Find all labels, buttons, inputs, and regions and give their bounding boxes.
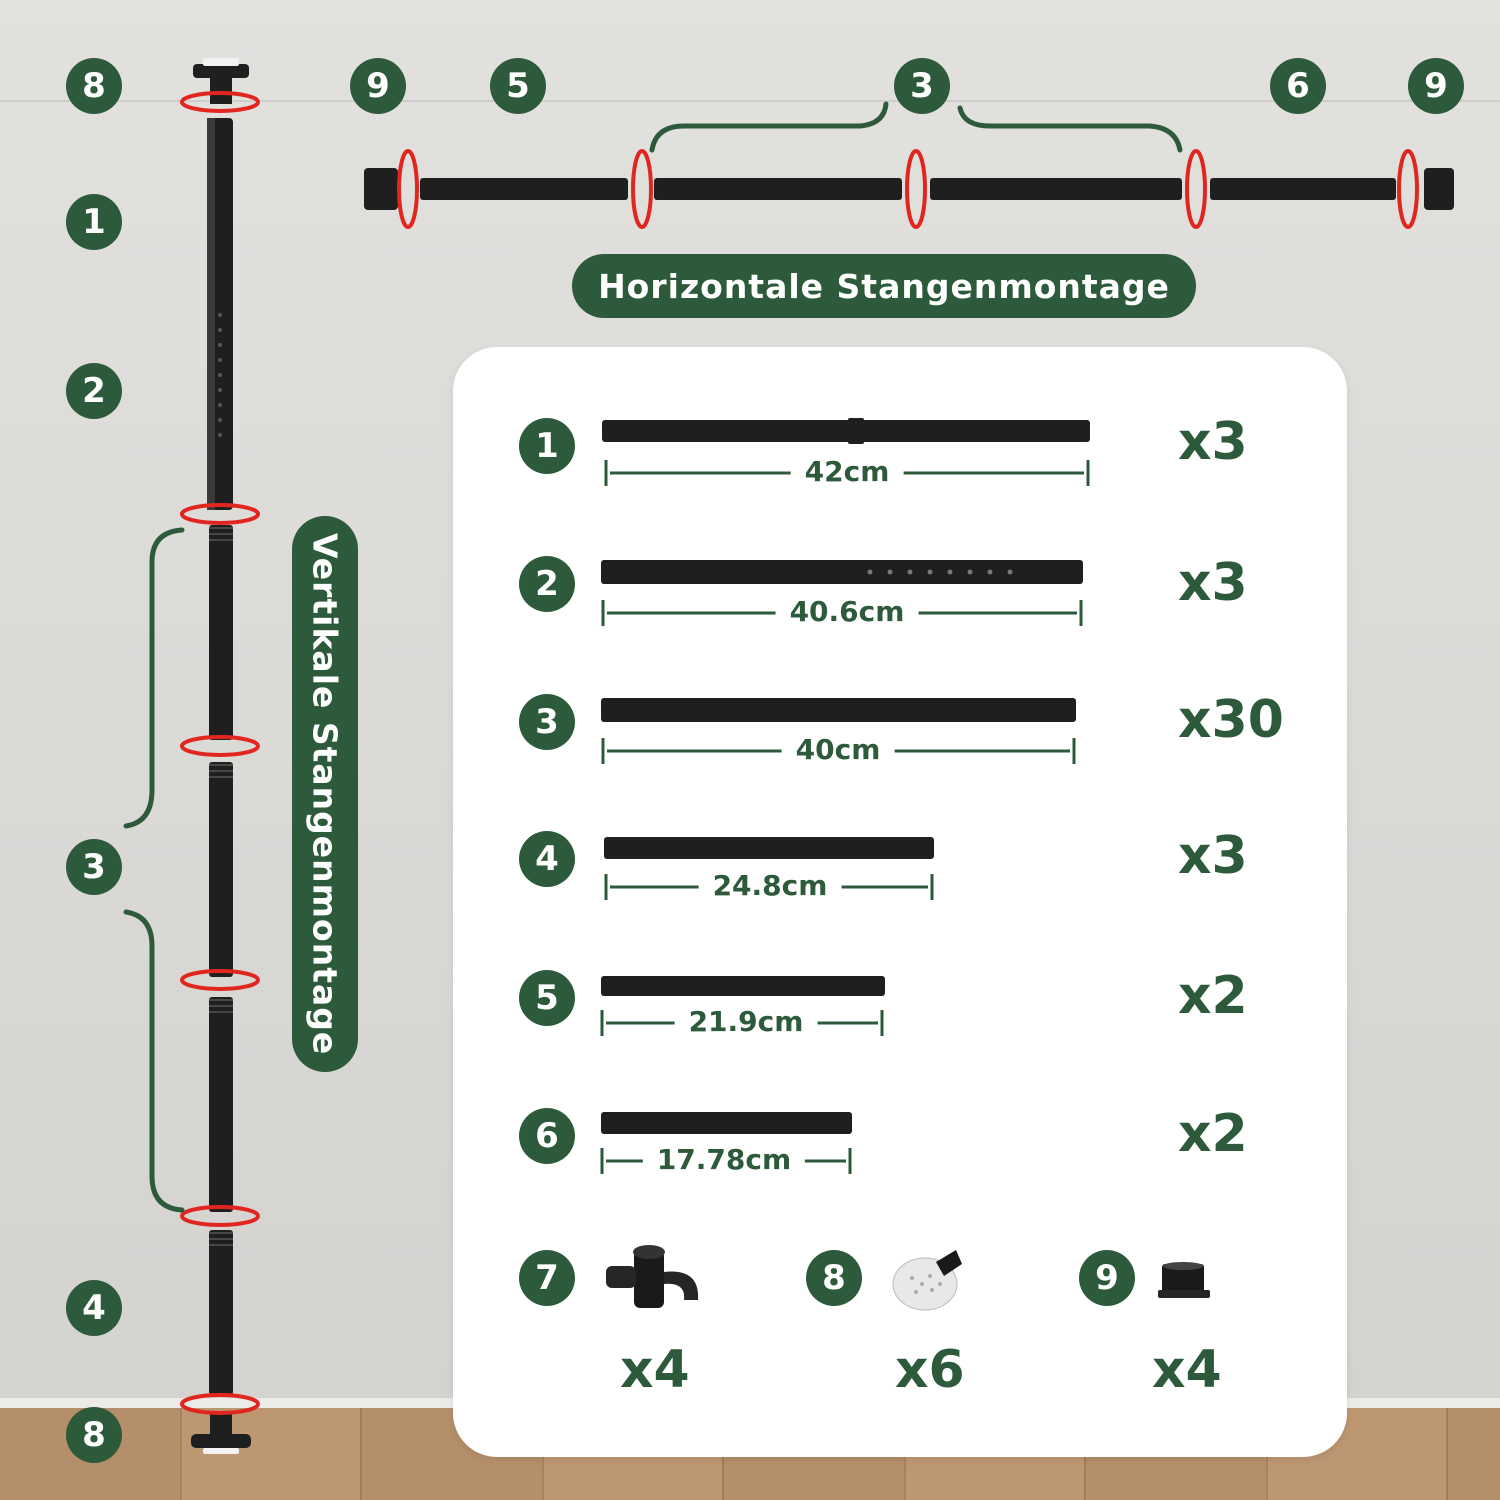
end-cap-icon — [1158, 1262, 1210, 1298]
badge-9-left: 9 — [350, 58, 406, 114]
vertical-title-pill: Vertikale Stangenmontage — [292, 516, 358, 1072]
dimension-label-6: 17.78cm — [642, 1143, 806, 1176]
horizontal-title: Horizontale Stangenmontage — [572, 254, 1196, 318]
qty-part-2: x3 — [1178, 553, 1248, 613]
qty-part-1: x3 — [1178, 412, 1248, 472]
qty-part-8: x6 — [895, 1340, 965, 1400]
suction-base-icon — [892, 1250, 962, 1311]
badge-1: 1 — [66, 194, 122, 250]
badge-3: 3 — [66, 839, 122, 895]
badge-5: 5 — [490, 58, 546, 114]
dimension-label-2: 40.6cm — [775, 595, 919, 628]
dimension-label-1: 42cm — [790, 455, 904, 488]
badge-6: 6 — [1270, 58, 1326, 114]
part-badge-1: 1 — [519, 418, 575, 474]
horizontal-rod — [364, 101, 1454, 229]
badge-9-right: 9 — [1408, 58, 1464, 114]
qty-part-9: x4 — [1152, 1340, 1222, 1400]
dimension-label-3: 40cm — [781, 733, 895, 766]
badge-4: 4 — [66, 1280, 122, 1336]
ceiling-line — [0, 100, 1500, 102]
badge-3-top: 3 — [894, 58, 950, 114]
vertical-pole — [123, 58, 260, 1454]
vertical-title: Vertikale Stangenmontage — [305, 532, 345, 1056]
part-badge-6: 6 — [519, 1108, 575, 1164]
qty-part-5: x2 — [1178, 966, 1248, 1026]
qty-part-7: x4 — [620, 1340, 690, 1400]
part-badge-3: 3 — [519, 694, 575, 750]
connector-icon — [606, 1245, 699, 1308]
qty-part-3: x30 — [1178, 690, 1284, 750]
badge-8-top: 8 — [66, 58, 122, 114]
dimension-label-5: 21.9cm — [674, 1005, 818, 1038]
part-badge-8: 8 — [806, 1250, 862, 1306]
dimension-label-4: 24.8cm — [698, 869, 842, 902]
part-badge-7: 7 — [519, 1250, 575, 1306]
part-badge-9: 9 — [1079, 1250, 1135, 1306]
badge-2: 2 — [66, 363, 122, 419]
part-badge-2: 2 — [519, 556, 575, 612]
part-badge-4: 4 — [519, 831, 575, 887]
badge-8-bottom: 8 — [66, 1407, 122, 1463]
qty-part-6: x2 — [1178, 1104, 1248, 1164]
part-badge-5: 5 — [519, 970, 575, 1026]
qty-part-4: x3 — [1178, 826, 1248, 886]
